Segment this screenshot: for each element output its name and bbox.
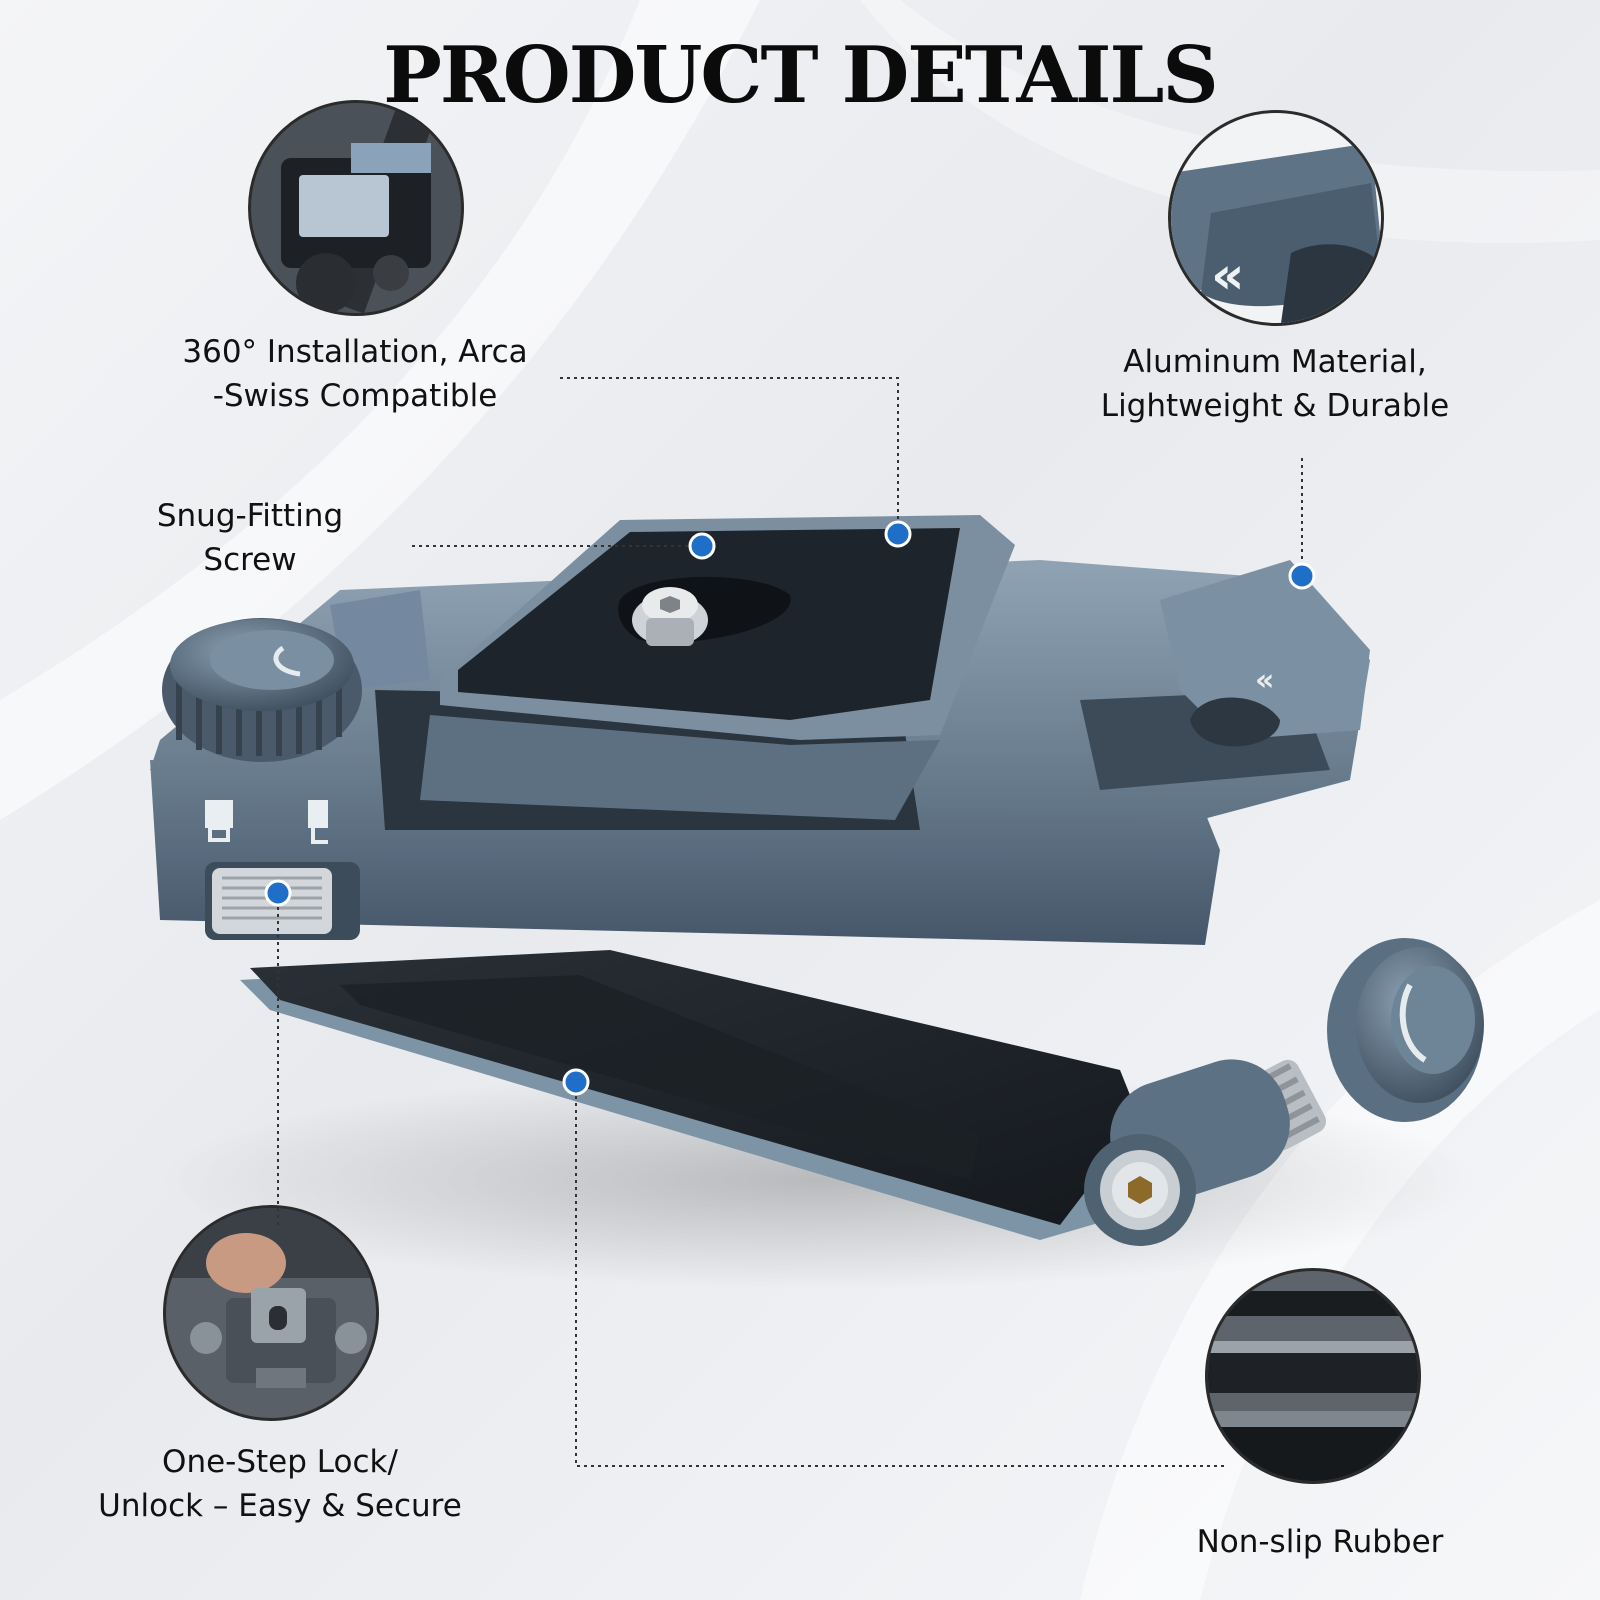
feature-label-aluminum: Aluminum Material, Lightweight & Durable: [1100, 344, 1450, 424]
detail-image-lock-hand: [163, 1205, 379, 1421]
feature-label-rubber: Non-slip Rubber: [1196, 1524, 1444, 1560]
detail-image-aluminum-closeup: «: [1168, 110, 1384, 326]
unlock-icon: [308, 800, 328, 828]
feature-label-installation: 360° Installation, Arca -Swiss Compatibl…: [182, 334, 528, 414]
double-chevron-icon: «: [1211, 246, 1245, 306]
feature-label-screw: Snug-Fitting Screw: [156, 498, 344, 578]
lock-icon: [205, 800, 233, 828]
svg-text:«: «: [1255, 663, 1274, 698]
detail-image-rubber-closeup: [1205, 1268, 1421, 1484]
detail-image-camera-mounted: [248, 100, 464, 316]
feature-label-lock: One-Step Lock/ Unlock – Easy & Secure: [98, 1444, 462, 1524]
page-title: PRODUCT DETAILS: [383, 30, 1218, 121]
